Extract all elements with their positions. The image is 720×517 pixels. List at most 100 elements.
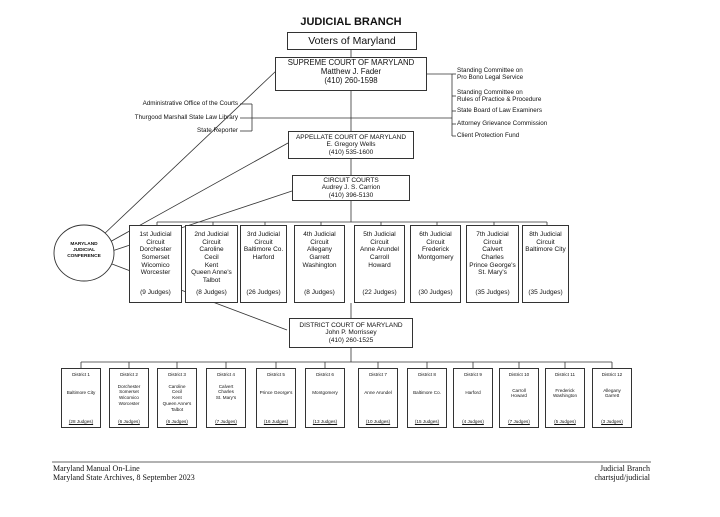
district-area: Calvert [218,383,234,389]
district-judge-count: (16 Judges) [263,419,289,425]
circuit-box-line: Circuit [370,238,389,246]
circuit-box-line: Circuit [310,238,329,246]
district-court-box: DISTRICT COURT OF MARYLAND John P. Morri… [289,318,413,348]
circuit-box-line: 8th Judicial [529,231,562,238]
voters-label: Voters of Maryland [308,35,396,47]
circuit-box-line: Talbot [202,276,221,284]
district-court-name: DISTRICT COURT OF MARYLAND [299,322,403,329]
circuit-judge-count: (22 Judges) [362,289,397,297]
district-area: Worcester [118,400,140,406]
supreme-court-name: SUPREME COURT OF MARYLAND [287,58,415,67]
district-name: District 1 [72,372,90,377]
district-name: District 12 [601,372,623,377]
district-name: District 11 [554,372,576,377]
voters-box: Voters of Maryland [287,32,417,50]
circuit-courts-phone: (410) 396-5130 [328,191,374,199]
circuit-box-line: Caroline [199,246,224,254]
district-area: Harford [465,389,481,395]
conference-line-2: JUDICIAL [72,247,96,253]
left-office-state-reporter: State Reporter [197,127,238,134]
left-office-aoc: Administrative Office of the Courts [142,100,238,107]
district-box: District 6 Montgomery (13 Judges) [305,368,345,428]
district-judge-count: (6 Judges) [118,419,140,425]
circuit-box-line: Washington [302,261,337,269]
committee-pro-bono-line-1: Standing Committee on [457,67,523,74]
footer-archives-date: Maryland State Archives, 8 September 202… [53,473,195,482]
footer-site: Maryland Manual On-Line [53,464,140,473]
district-judge-count: (28 Judges) [68,419,94,425]
circuit-box-line: Carroll [369,253,390,261]
appellate-court-chief: E. Gregory Wells [326,141,376,149]
circuit-box-line: Garrett [309,253,330,261]
district-area: St. Mary's [215,395,237,401]
district-name: District 5 [267,372,285,377]
district-area: Dorchester [117,383,141,389]
circuit-box-line: Circuit [483,238,502,246]
circuit-box-line: Somerset [141,253,170,261]
circuit-box-line: 4th Judicial [303,231,336,238]
circuit-box-line: 5th Judicial [363,231,396,238]
committee-rules-line-2: Rules of Practice & Procedure [457,95,542,103]
circuit-judge-count: (8 Judges) [304,289,335,297]
circuit-box-line: Baltimore Co. [243,246,284,254]
circuit-box-line: Frederick [421,246,450,254]
district-area: Montgomery [312,389,338,395]
district-judge-count: (4 Judges) [462,419,484,425]
circuit-box-line: Worcester [140,269,171,277]
district-area: Carroll [512,387,526,393]
circuit-judge-count: (35 Judges) [475,289,510,297]
circuit-judge-count: (35 Judges) [528,289,563,297]
appellate-court-box: APPELLATE COURT OF MARYLAND E. Gregory W… [288,131,414,159]
district-area: Anne Arundel [364,389,392,395]
circuit-courts-box: CIRCUIT COURTS Audrey J. S. Carrion (410… [292,175,410,201]
circuit-box-line: Anne Arundel [359,246,400,254]
circuit-judge-count: (26 Judges) [246,289,281,297]
footer-left: Maryland Manual On-Line Maryland State A… [53,464,195,482]
circuit-box-line: 1st Judicial [139,231,172,238]
district-judge-count: (7 Judges) [215,419,237,425]
district-area: Talbot [170,406,184,412]
circuit-judge-count: (9 Judges) [140,289,171,297]
district-area: Kent [172,395,182,401]
conference-line-1: MARYLAND [70,242,98,247]
circuit-box-line: St. Mary's [478,269,507,277]
district-name: District 7 [369,372,387,377]
footer-section: Judicial Branch [600,464,650,473]
district-court-phone: (410) 260-1525 [328,336,374,344]
committee-rules: Standing Committee on Rules of Practice … [457,89,542,104]
district-areas: Montgomery [306,390,344,396]
district-name: District 6 [316,372,334,377]
circuit-box-line: Circuit [254,238,273,246]
district-judge-count: (13 Judges) [312,419,338,425]
appellate-court-phone: (410) 535-1600 [328,148,374,156]
district-areas: Baltimore City [62,390,100,396]
judicial-conference-label: MARYLAND JUDICIAL CONFERENCE [58,242,110,260]
district-area: Baltimore City [66,389,96,395]
district-area: Somerset [119,389,139,395]
circuit-box-line: Charles [481,253,504,261]
circuit-box-line: Cecil [204,253,219,261]
district-area: Baltimore Co. [413,389,441,395]
district-area: Queen Anne's [162,400,192,406]
footer-chart-id: chartsjud/judicial [594,473,650,482]
district-areas: Baltimore Co. [408,390,446,396]
district-area: Prince George's [259,389,293,395]
circuit-box-line: Montgomery [417,253,454,261]
circuit-box-line: 7th Judicial [476,231,509,238]
committee-pro-bono: Standing Committee on Pro Bono Legal Ser… [457,67,523,82]
circuit-box-line: Dorchester [139,246,172,254]
supreme-court-chief: Matthew J. Fader [320,66,382,76]
district-area: Frederick [555,387,575,393]
committee-client-protection: Client Protection Fund [457,132,520,139]
